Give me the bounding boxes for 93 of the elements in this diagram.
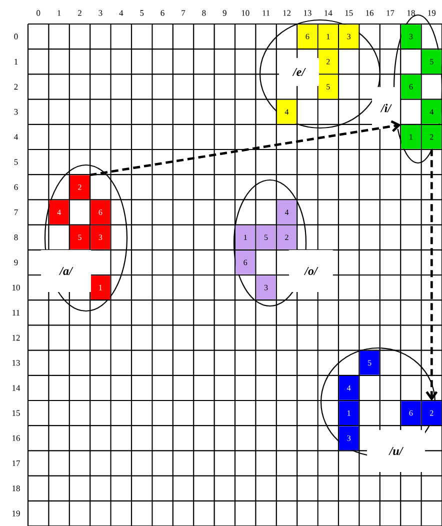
axis-number: 11 <box>262 10 270 16</box>
node-label: 1 <box>326 34 330 40</box>
axis-number: 13 <box>304 10 312 16</box>
axis-number: 9 <box>222 10 226 16</box>
axis-number: 1 <box>14 58 18 64</box>
axis-number: 4 <box>14 134 18 140</box>
axis-number: 9 <box>14 260 18 266</box>
numbered-cell: 2 <box>422 125 442 149</box>
axis-number: 0 <box>36 10 40 16</box>
numbered-cell: 2 <box>318 50 338 74</box>
axis-number: 7 <box>14 209 18 216</box>
numbered-cell: 3 <box>256 276 276 300</box>
numbered-cell: 5 <box>422 50 442 74</box>
node-label: 2 <box>285 234 288 240</box>
numbered-cell: 3 <box>401 24 421 48</box>
axis-number: 3 <box>98 10 102 16</box>
numbered-cell: 5 <box>256 225 276 250</box>
numbered-cell: 6 <box>401 401 421 425</box>
axis-number: 3 <box>14 109 18 115</box>
numbered-cell: 4 <box>277 200 296 224</box>
axis-number: 5 <box>14 159 18 165</box>
numbered-cell: 1 <box>90 276 110 300</box>
node-label: 2 <box>430 410 434 416</box>
axis-number: 6 <box>14 184 18 190</box>
node-label: 6 <box>306 34 310 40</box>
axis-number: 0 <box>14 34 18 40</box>
numbered-cell: 6 <box>401 74 421 99</box>
node-label: 5 <box>326 84 330 90</box>
node-label: 1 <box>410 134 412 140</box>
numbered-cell: 4 <box>422 100 442 124</box>
numbered-cell: 3 <box>339 24 359 48</box>
numbered-cell: 3 <box>339 426 359 450</box>
numbered-cell: 5 <box>360 350 380 375</box>
numbered-cell: 2 <box>277 225 296 250</box>
numbered-cell: 1 <box>339 401 359 425</box>
axis-number: 18 <box>407 10 415 16</box>
axis-number: 8 <box>14 234 18 240</box>
numbered-cell: 1 <box>236 225 256 250</box>
numbered-cell: 6 <box>90 200 110 224</box>
node-label: 4 <box>284 210 289 215</box>
node-label: 5 <box>264 234 268 240</box>
node-label: 6 <box>409 410 413 416</box>
numbered-cell: 6 <box>298 24 318 48</box>
node-label: 1 <box>244 234 247 240</box>
axis-number: 10 <box>12 284 20 290</box>
node-label: 3 <box>347 435 351 441</box>
axis-number: 11 <box>12 310 20 316</box>
numbered-cell: 6 <box>236 250 256 274</box>
axis-number: 1 <box>58 10 61 16</box>
axis-number: 14 <box>324 10 332 16</box>
axis-number: 13 <box>12 360 20 366</box>
numbered-cell: 4 <box>339 376 359 400</box>
axis-number: 4 <box>119 10 124 16</box>
node-label: 2 <box>430 134 434 140</box>
axis-number: 2 <box>78 10 82 16</box>
axis-number: 10 <box>242 10 250 16</box>
numbered-cell: 5 <box>318 74 338 99</box>
numbered-cell: 2 <box>422 401 442 425</box>
phoneme-label: /o/ <box>289 250 333 292</box>
node-label: 2 <box>326 58 330 64</box>
phoneme-label: /a/ <box>41 250 91 292</box>
phoneme-label: /e/ <box>279 58 319 86</box>
axis-number: 2 <box>14 84 18 90</box>
numbered-cell: 1 <box>401 125 421 149</box>
axis-number: 18 <box>12 486 20 492</box>
axis-number: 7 <box>182 10 186 16</box>
numbered-cell: 4 <box>49 200 69 224</box>
axis-number: 14 <box>12 385 20 391</box>
axis-number: 8 <box>202 10 206 16</box>
axis-number: 19 <box>428 10 436 16</box>
node-label: 4 <box>430 109 434 114</box>
phoneme-label: /i/ <box>372 87 400 129</box>
numbered-cell: 1 <box>318 24 338 48</box>
axis-number: 12 <box>12 334 20 341</box>
numbered-cell: 3 <box>90 225 110 250</box>
numbered-cell: 4 <box>277 100 296 124</box>
dashed-arrow <box>90 120 401 176</box>
axis-number: 19 <box>12 510 20 516</box>
phoneme-label: /u/ <box>367 430 425 472</box>
axis-number: 15 <box>345 10 353 16</box>
axis-number: 12 <box>283 10 291 16</box>
dashed-arrow <box>426 149 438 401</box>
axis-number: 16 <box>366 10 374 16</box>
axis-number: 17 <box>12 460 20 466</box>
numbered-cell: 5 <box>70 225 90 250</box>
node-label: 6 <box>98 210 102 215</box>
axis-number: 17 <box>386 10 394 16</box>
axis-number: 16 <box>12 435 20 441</box>
node-label: 3 <box>98 234 102 240</box>
numbered-cell: 2 <box>70 175 90 200</box>
axis-number: 5 <box>140 10 144 16</box>
axis-number: 15 <box>12 410 20 416</box>
axis-number: 6 <box>160 10 164 16</box>
